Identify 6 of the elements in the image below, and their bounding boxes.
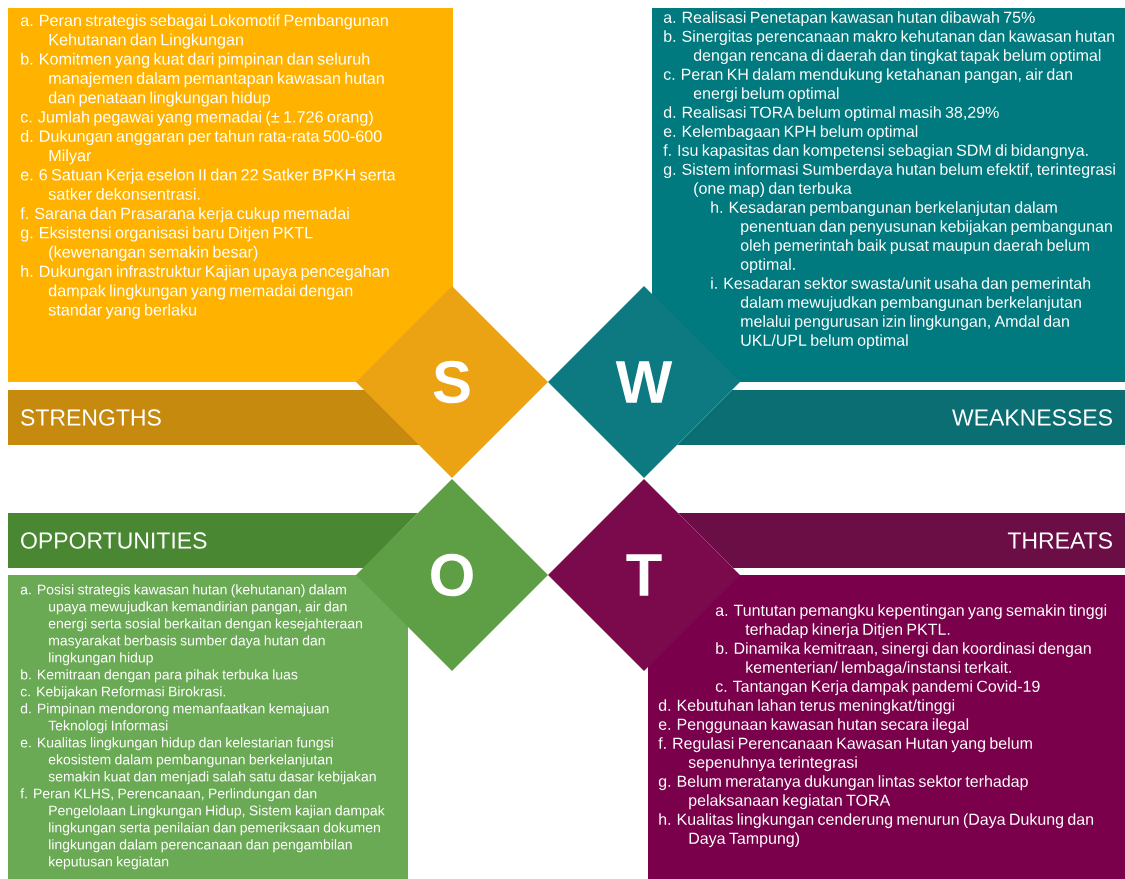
list-panel: a. Tuntutan pemangku kepentingan yang semakin tinggi terhadap kinerja Ditjen PKTL. b. Dinamika kemitraan, sinergi dan koordinasi dengan kementerian/ lembaga/instansi terkait. c. Tantangan Kerja dampak pandemi Covid-19 d. Kebutuhan lahan terus meningkat/tinggi e. Penggunaan kawasan hutan secara ilegal f. Regulasi Perencanaan Kawasan Hutan yang belum sepenuhnya terintegrasi g. Belum meratanya dukungan lintas sektor terhadap pelaksanaan kegiatan TORA h. Kualitas lingkungan cenderung menurun (Daya Dukung dan Daya Tampung) — [648, 575, 1125, 879]
heading-band: WEAKNESSES — [677, 390, 1125, 445]
heading-band: OPPORTUNITIES — [8, 513, 418, 568]
heading-band: THREATS — [678, 513, 1125, 568]
heading-band: STRENGTHS — [8, 390, 420, 445]
list-panel: a. Posisi strategis kawasan hutan (kehutanan) dalam upaya mewujudkan kemandirian pangan, air dan energi serta sosial berkaitan dengan kesejahteraan masyarakat berbasis sumber daya hutan dan lingkungan hidup b. Kemitraan dengan para pihak terbuka luas c. Kebijakan Reformasi Birokrasi. d. Pimpinan mendorong memanfaatkan kemajuan Teknologi Informasi e. Kualitas lingkungan hidup dan kelestarian fungsi ekosistem dalam pembangunan berkelanjutan semakin kuat dan menjadi salah satu dasar kebijakan f. Peran KLHS, Perencanaan, Perlindungan dan Pengelolaan Lingkungan Hidup, Sistem kajian dampak lingkungan serta penilaian dan pemeriksaan dokumen lingkungan dalam perencanaan dan pengambilan keputusan kegiatan — [8, 575, 408, 879]
